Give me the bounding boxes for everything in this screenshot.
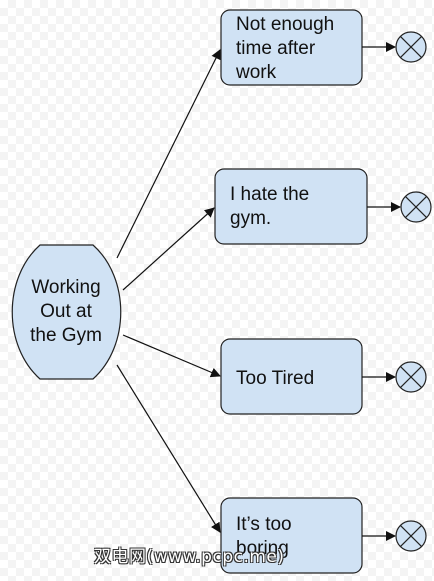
root-label-line: the Gym [30,325,102,346]
watermark-text: 双电网(www.pcpc.me) [94,547,285,567]
reason-label-line: I hate the [230,184,310,205]
reason-label-line: gym. [230,208,272,229]
root-node-shape [11,244,122,380]
edge-root-to-reason-1 [116,49,221,259]
edge-root-to-reason-3 [122,334,221,378]
edge-root-to-reason-4 [116,364,221,533]
reason-label-line: Too Tired [236,368,315,389]
reason-3-label: Too Tired [236,367,314,391]
reason-1-label: Not enough time after work [236,13,334,85]
x-circle-icon [395,520,427,552]
x-circle-icon [400,191,432,223]
reason-label-line: It’s too [236,514,292,535]
root-label-line: Out at [40,301,92,322]
reason-2-label: I hate the gym. [230,183,309,231]
reason-label-line: time after [236,38,316,59]
reason-label-line: boring [236,538,289,559]
edge-root-to-reason-2 [122,207,215,291]
reason-4-label: It’s too boring [236,513,292,561]
x-circle-icon [395,31,427,63]
root-label-line: Working [31,277,101,298]
reason-label-line: work [236,62,277,83]
x-circle-icon [395,361,427,393]
reason-label-line: Not enough [236,14,335,35]
root-node-label: Working Out at the Gym [16,276,116,348]
